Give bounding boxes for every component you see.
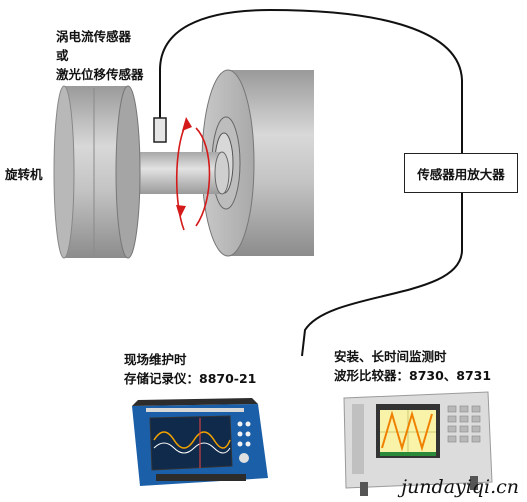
- sensor-label-line1: 涡电流传感器: [56, 29, 132, 44]
- waveform-comparator-label: 波形比较器：8730、8731: [334, 368, 492, 383]
- sensor-probe: [153, 117, 167, 143]
- output-cable: [301, 192, 463, 357]
- field-maintenance-label: 现场维护时: [124, 352, 187, 367]
- watermark-text: jundayiqi.cn: [401, 476, 519, 498]
- amplifier-box: 传感器用放大器: [404, 153, 518, 193]
- sensor-label-line2: 或: [56, 48, 69, 63]
- rotating-machine-label: 旋转机: [5, 167, 43, 182]
- memory-recorder-device: [132, 398, 268, 486]
- long-term-monitoring-label: 安装、长时间监测时: [334, 349, 447, 364]
- amplifier-label: 传感器用放大器: [417, 166, 505, 182]
- waveform-comparator-device: [343, 391, 493, 496]
- sensor-cable: [159, 8, 463, 153]
- rotation-arrows: [175, 117, 211, 231]
- memory-recorder-label: 存储记录仪：8870-21: [124, 371, 257, 386]
- sensor-label-line3: 激光位移传感器: [56, 67, 144, 82]
- rotating-machine-left-disc: [53, 85, 141, 259]
